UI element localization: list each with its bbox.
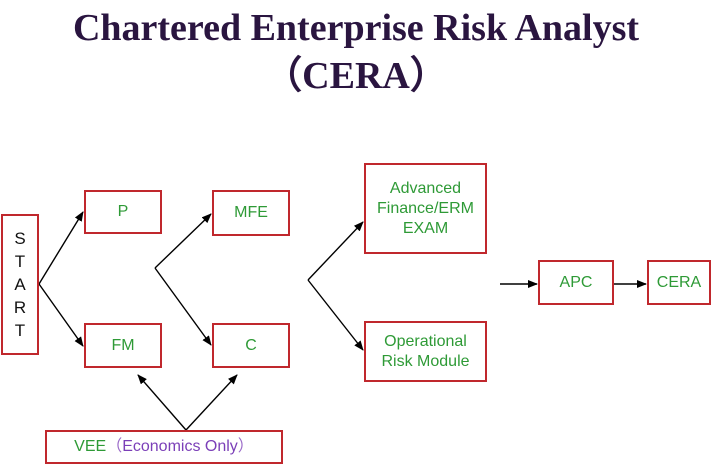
operational-line: Risk Module — [381, 352, 470, 370]
advanced-line: Finance/ERM — [377, 199, 474, 217]
arrow-start-to-fm — [38, 283, 84, 347]
start-letter: A — [14, 275, 26, 294]
vee-note: Economics Only — [122, 438, 238, 455]
exam-p-label: P — [117, 203, 129, 220]
page-title: Chartered Enterprise Risk Analyst — [72, 7, 640, 49]
vee-paren-close: ） — [237, 438, 254, 455]
vee-box: VEE （ Economics Only ） — [45, 430, 283, 464]
exam-p-box: P — [84, 190, 162, 234]
advanced-finance-erm-exam-box: Advanced Finance/ERM EXAM — [364, 163, 487, 254]
arrow-branch-to-mfe — [154, 213, 212, 269]
exam-mfe-label: MFE — [234, 204, 268, 221]
start-letter: T — [14, 252, 26, 271]
arrow-start-to-p — [38, 211, 84, 285]
vee-label: VEE — [74, 438, 107, 455]
arrow-branch-to-c — [154, 267, 212, 346]
advanced-line: Advanced — [389, 179, 462, 197]
arrow-vee-to-fm — [137, 374, 187, 431]
arrow-branch-to-advanced — [307, 221, 364, 281]
start-box: S T A R T — [1, 214, 39, 355]
start-letter: R — [13, 298, 27, 317]
exam-fm-label: FM — [111, 336, 135, 354]
cera-box: CERA — [647, 260, 711, 305]
operational-line: Operational — [384, 332, 467, 350]
apc-box: APC — [538, 260, 614, 305]
exam-c-label: C — [245, 336, 257, 354]
vee-paren-open: （ — [106, 438, 123, 455]
exam-c-box: C — [212, 323, 290, 368]
exam-fm-box: FM — [84, 323, 162, 368]
start-letter: S — [14, 229, 26, 248]
start-letter: T — [14, 321, 26, 340]
arrow-vee-to-c — [185, 374, 238, 431]
advanced-line: EXAM — [402, 219, 449, 237]
arrow-branch-to-operational — [307, 279, 364, 351]
exam-mfe-box: MFE — [212, 190, 290, 236]
apc-label: APC — [559, 273, 593, 291]
page-subtitle: （CERA） — [264, 55, 448, 97]
operational-risk-module-box: Operational Risk Module — [364, 321, 487, 382]
cera-label: CERA — [656, 273, 702, 291]
